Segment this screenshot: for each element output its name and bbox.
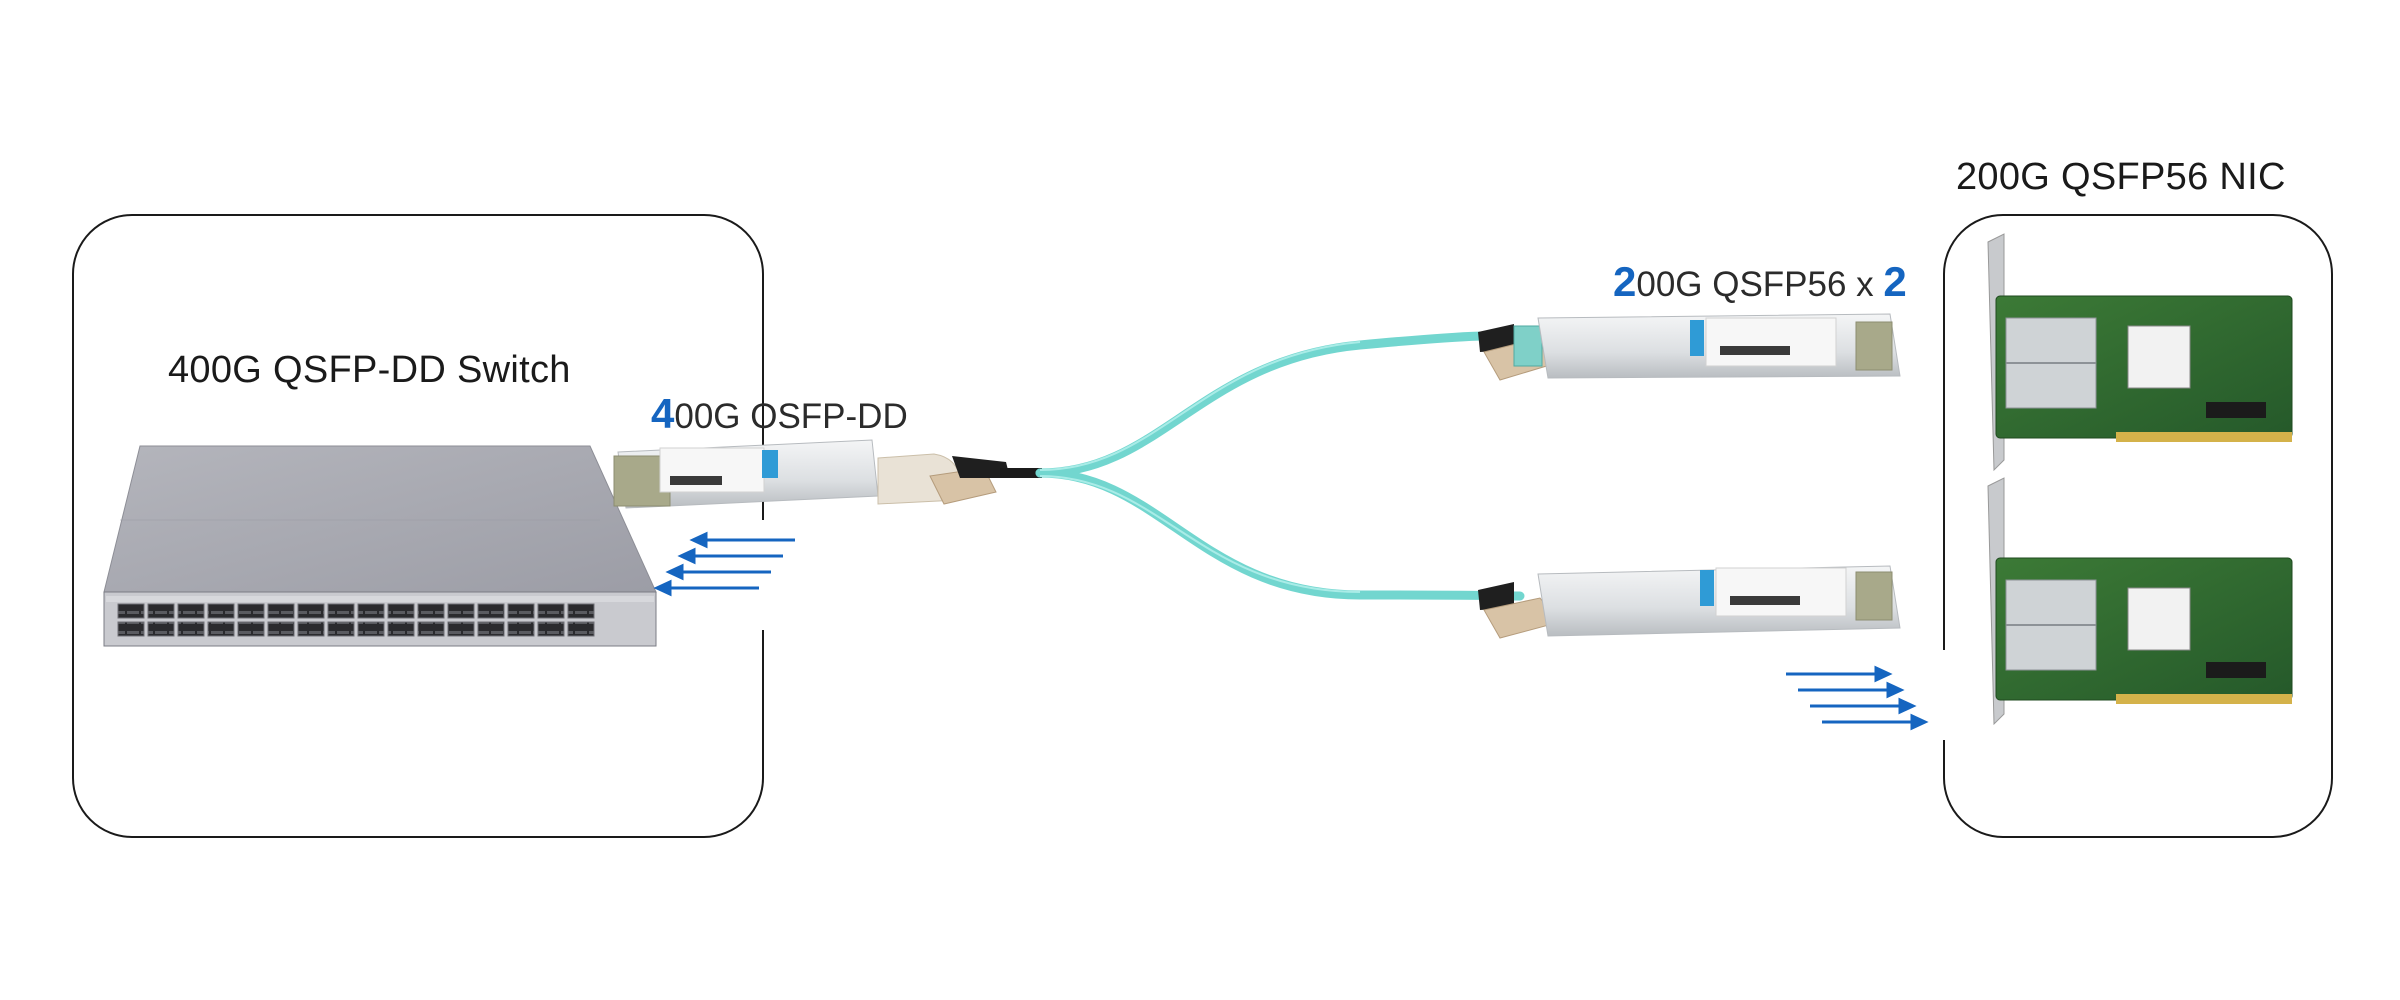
switch-label: 400G QSFP-DD Switch — [168, 349, 571, 391]
qsfp56-label-mid: 00G QSFP56 x — [1636, 265, 1884, 304]
switch-port — [327, 603, 355, 619]
switch-device — [103, 445, 657, 647]
osfp-dd-module — [613, 439, 1042, 509]
aoc-breakout-cable — [1035, 331, 1525, 601]
switch-port — [507, 603, 535, 619]
qsfp56-label-tail: 2 — [1883, 258, 1907, 305]
switch-port — [267, 621, 295, 637]
switch-port-array — [117, 603, 595, 637]
switch-port — [567, 621, 595, 637]
arrows-to-switch — [653, 531, 795, 597]
switch-port — [147, 603, 175, 619]
switch-port — [417, 621, 445, 637]
switch-port — [567, 603, 595, 619]
osfp-dd-label-rest: 00G OSFP-DD — [674, 397, 908, 436]
switch-port — [237, 603, 265, 619]
switch-port — [357, 621, 385, 637]
switch-port — [447, 603, 475, 619]
switch-port — [537, 621, 565, 637]
switch-port — [447, 621, 475, 637]
switch-port — [267, 603, 295, 619]
switch-port — [387, 603, 415, 619]
qsfp56-label-lead: 2 — [1613, 258, 1637, 305]
switch-port — [147, 621, 175, 637]
switch-port — [297, 603, 325, 619]
osfp-dd-label-lead: 4 — [651, 390, 675, 437]
switch-port — [297, 621, 325, 637]
osfp-dd-label: 400G OSFP-DD — [651, 390, 908, 438]
nic-card-top — [1987, 233, 2293, 472]
qsfp56-module-top — [1478, 313, 1901, 381]
nic-card-bottom — [1987, 477, 2293, 726]
nic-label: 200G QSFP56 NIC — [1956, 156, 2286, 198]
switch-port — [177, 603, 205, 619]
switch-port — [357, 603, 385, 619]
switch-port — [207, 621, 235, 637]
switch-port — [237, 621, 265, 637]
nic-panel-gap — [1937, 650, 1949, 740]
switch-port — [507, 621, 535, 637]
arrows-to-nic — [1786, 665, 1929, 731]
switch-port — [117, 603, 145, 619]
switch-port — [477, 603, 505, 619]
switch-port — [177, 621, 205, 637]
switch-port — [417, 603, 445, 619]
switch-port — [477, 621, 505, 637]
switch-port — [387, 621, 415, 637]
switch-port — [117, 621, 145, 637]
switch-port — [537, 603, 565, 619]
switch-panel-gap — [755, 520, 767, 630]
nic-panel — [1943, 214, 2333, 838]
qsfp56-module-bottom — [1478, 565, 1901, 639]
qsfp56-label: 200G QSFP56 x 2 — [1613, 258, 1907, 306]
switch-port — [327, 621, 355, 637]
switch-port — [207, 603, 235, 619]
